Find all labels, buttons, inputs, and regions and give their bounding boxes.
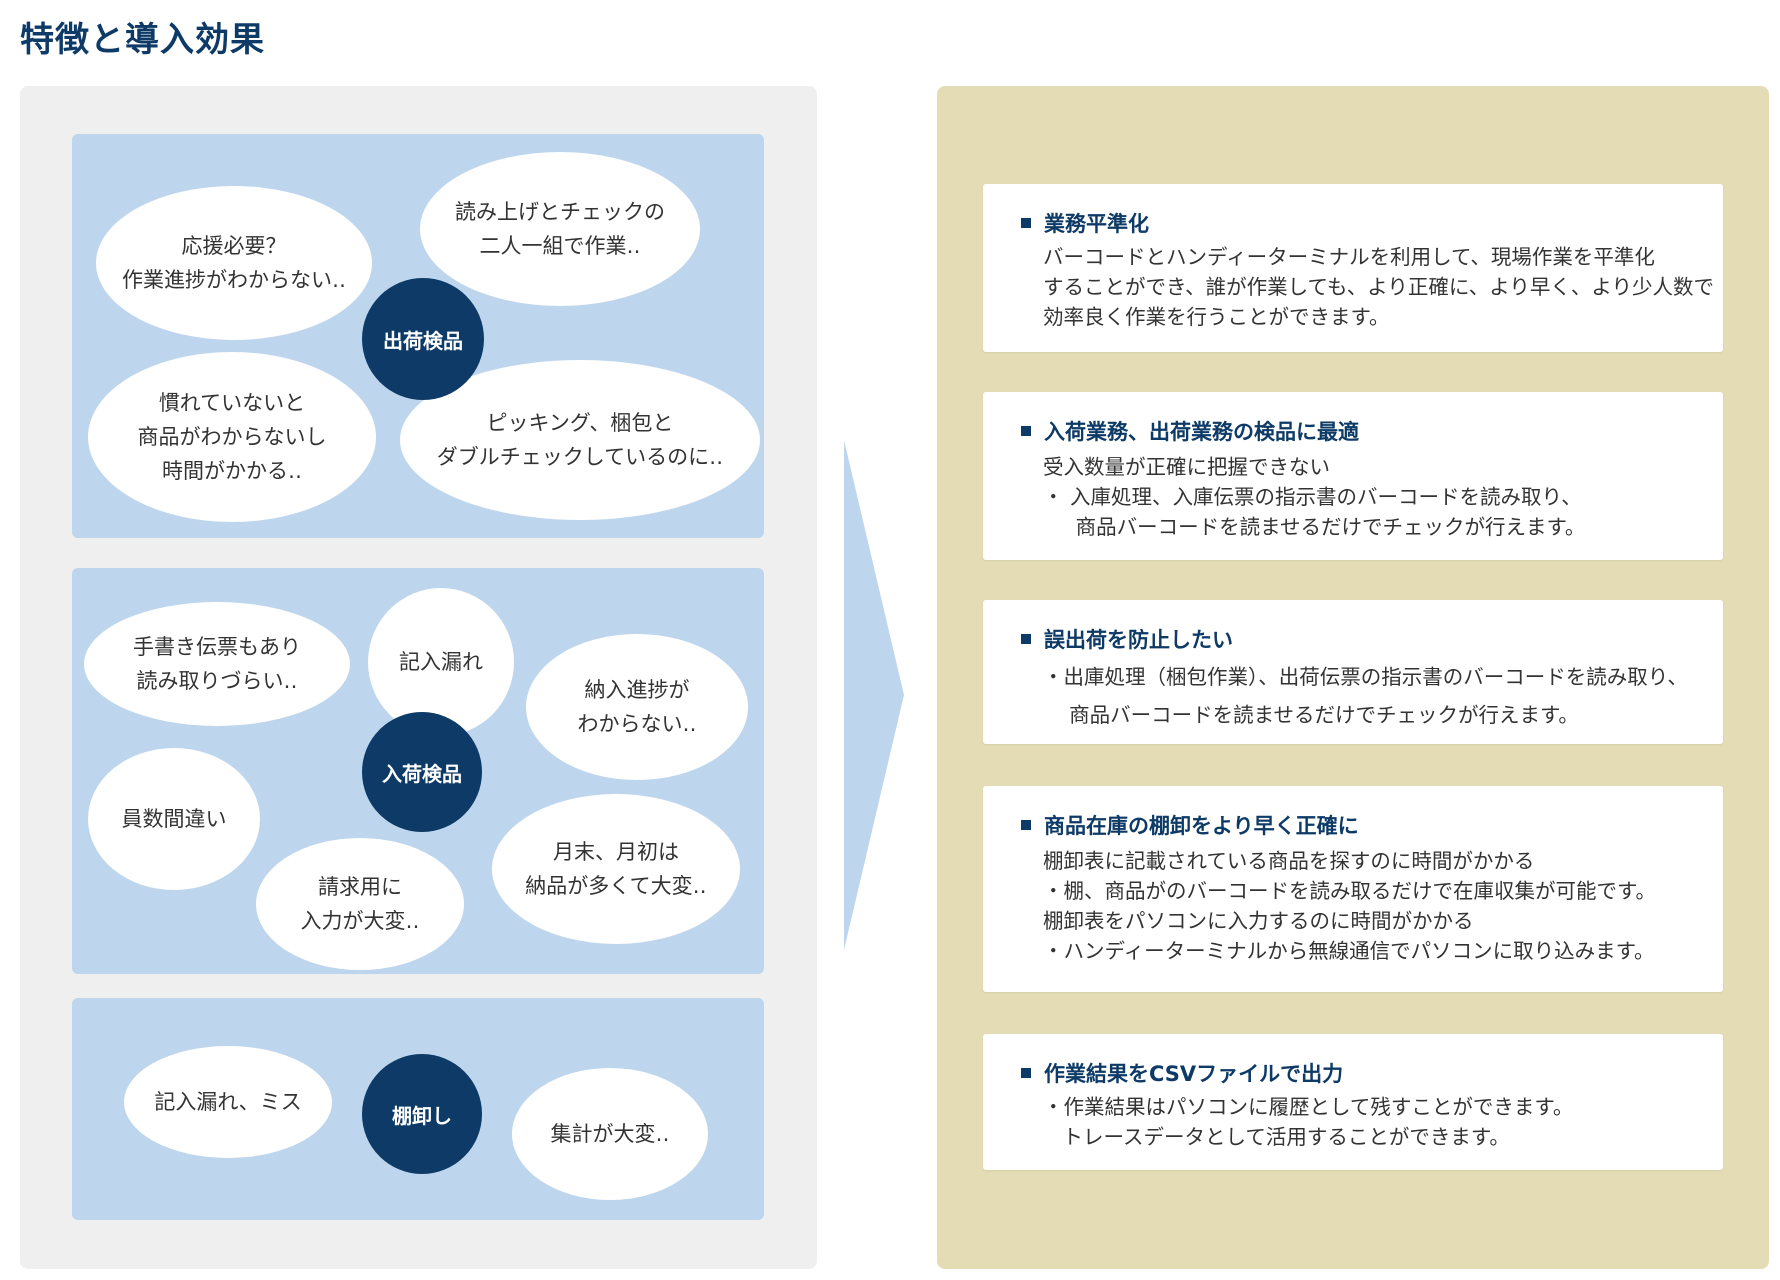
effect-line: バーコードとハンディーターミナルを利用して、現場作業を平準化 <box>1043 245 1655 269</box>
effect-line: ・出庫処理（梱包作業）、出荷伝票の指示書のバーコードを読み取り、 <box>1043 665 1688 689</box>
effect-line: 効率良く作業を行うことができます。 <box>1043 305 1390 329</box>
square-bullet-icon <box>1021 634 1031 644</box>
effect-line: 棚卸表に記載されている商品を探すのに時間がかかる <box>1043 849 1535 873</box>
effect-title: 誤出荷を防止したい <box>1021 624 1233 654</box>
problems-panel: 応援必要？ 作業進捗がわからない‥ 読み上げとチェックの 二人一組で作業‥ 慣れ… <box>20 86 817 1269</box>
page-title: 特徴と導入効果 <box>20 20 265 60</box>
effect-body: バーコードとハンディーターミナルを利用して、現場作業を平準化 することができ、誰… <box>1043 242 1714 332</box>
effect-body: 棚卸表に記載されている商品を探すのに時間がかかる ・棚、商品がのバーコードを読み… <box>1043 846 1713 966</box>
inventory-hub: 棚卸し <box>362 1054 482 1174</box>
effect-line: することができ、誰が作業しても、より正確に、より早く、より少人数で <box>1043 275 1714 299</box>
effect-line: 商品バーコードを読ませるだけでチェックが行えます。 <box>1043 703 1579 727</box>
effect-line: トレースデータとして活用することができます。 <box>1043 1125 1510 1149</box>
effect-line: 棚卸表をパソコンに入力するのに時間がかかる <box>1043 909 1474 933</box>
problem-bubble: 集計が大変‥ <box>512 1068 708 1200</box>
effect-line: 受入数量が正確に把握できない <box>1043 455 1330 479</box>
problem-bubble: 請求用に 入力が大変‥ <box>256 838 464 970</box>
receiving-group: 手書き伝票もあり 読み取りづらい‥ 記入漏れ 納入進捗が わからない‥ 員数間違… <box>72 568 764 974</box>
effect-line: ・ 入庫処理、入庫伝票の指示書のバーコードを読み取り、 <box>1043 485 1582 509</box>
problem-bubble: 応援必要？ 作業進捗がわからない‥ <box>96 186 372 340</box>
effect-card: 入荷業務、出荷業務の検品に最適 受入数量が正確に把握できない ・ 入庫処理、入庫… <box>983 392 1723 560</box>
effect-line: ・ハンディーターミナルから無線通信でパソコンに取り込みます。 <box>1043 939 1655 963</box>
effect-title-text: 誤出荷を防止したい <box>1044 628 1233 652</box>
effect-title-text: 商品在庫の棚卸をより早く正確に <box>1044 814 1359 838</box>
effect-line: 商品バーコードを読ませるだけでチェックが行えます。 <box>1043 515 1586 539</box>
receiving-hub: 入荷検品 <box>362 712 482 832</box>
effect-line: ・棚、商品がのバーコードを読み取るだけで在庫収集が可能です。 <box>1043 879 1656 903</box>
shipping-hub: 出荷検品 <box>362 278 484 400</box>
problem-bubble: 月末、月初は 納品が多くて大変‥ <box>492 794 740 944</box>
square-bullet-icon <box>1021 218 1031 228</box>
inventory-group: 記入漏れ、ミス 棚卸し 集計が大変‥ <box>72 998 764 1220</box>
effect-card: 誤出荷を防止したい ・出庫処理（梱包作業）、出荷伝票の指示書のバーコードを読み取… <box>983 600 1723 744</box>
effect-title-text: 業務平準化 <box>1044 212 1149 236</box>
shipping-group: 応援必要？ 作業進捗がわからない‥ 読み上げとチェックの 二人一組で作業‥ 慣れ… <box>72 134 764 538</box>
effect-body: ・出庫処理（梱包作業）、出荷伝票の指示書のバーコードを読み取り、 商品バーコード… <box>1043 658 1713 734</box>
effect-body: 受入数量が正確に把握できない ・ 入庫処理、入庫伝票の指示書のバーコードを読み取… <box>1043 452 1713 542</box>
effect-title: 業務平準化 <box>1021 208 1149 238</box>
square-bullet-icon <box>1021 426 1031 436</box>
effect-title-text: 入荷業務、出荷業務の検品に最適 <box>1044 420 1359 444</box>
effect-title: 商品在庫の棚卸をより早く正確に <box>1021 810 1359 840</box>
problem-bubble: 慣れていないと 商品がわからないし 時間がかかる‥ <box>88 352 376 522</box>
effect-card: 作業結果をCSVファイルで出力 ・作業結果はパソコンに履歴として残すことができま… <box>983 1034 1723 1170</box>
problem-bubble: 記入漏れ、ミス <box>124 1046 332 1158</box>
effect-title: 入荷業務、出荷業務の検品に最適 <box>1021 416 1359 446</box>
effect-card: 業務平準化 バーコードとハンディーターミナルを利用して、現場作業を平準化 するこ… <box>983 184 1723 352</box>
square-bullet-icon <box>1021 1068 1031 1078</box>
square-bullet-icon <box>1021 820 1031 830</box>
effect-card: 商品在庫の棚卸をより早く正確に 棚卸表に記載されている商品を探すのに時間がかかる… <box>983 786 1723 992</box>
effect-title: 作業結果をCSVファイルで出力 <box>1021 1058 1343 1088</box>
effects-panel: 業務平準化 バーコードとハンディーターミナルを利用して、現場作業を平準化 するこ… <box>937 86 1769 1269</box>
problem-bubble: 読み上げとチェックの 二人一組で作業‥ <box>420 152 700 306</box>
effect-body: ・作業結果はパソコンに履歴として残すことができます。 トレースデータとして活用す… <box>1043 1092 1713 1152</box>
effect-line: ・作業結果はパソコンに履歴として残すことができます。 <box>1043 1095 1574 1119</box>
problem-bubble: 手書き伝票もあり 読み取りづらい‥ <box>84 602 350 726</box>
effect-title-text: 作業結果をCSVファイルで出力 <box>1044 1062 1344 1086</box>
arrow-right-icon <box>844 440 904 950</box>
problem-bubble: 員数間違い <box>88 748 260 890</box>
problem-bubble: 納入進捗が わからない‥ <box>526 634 748 780</box>
problem-bubble: 記入漏れ <box>368 588 514 736</box>
